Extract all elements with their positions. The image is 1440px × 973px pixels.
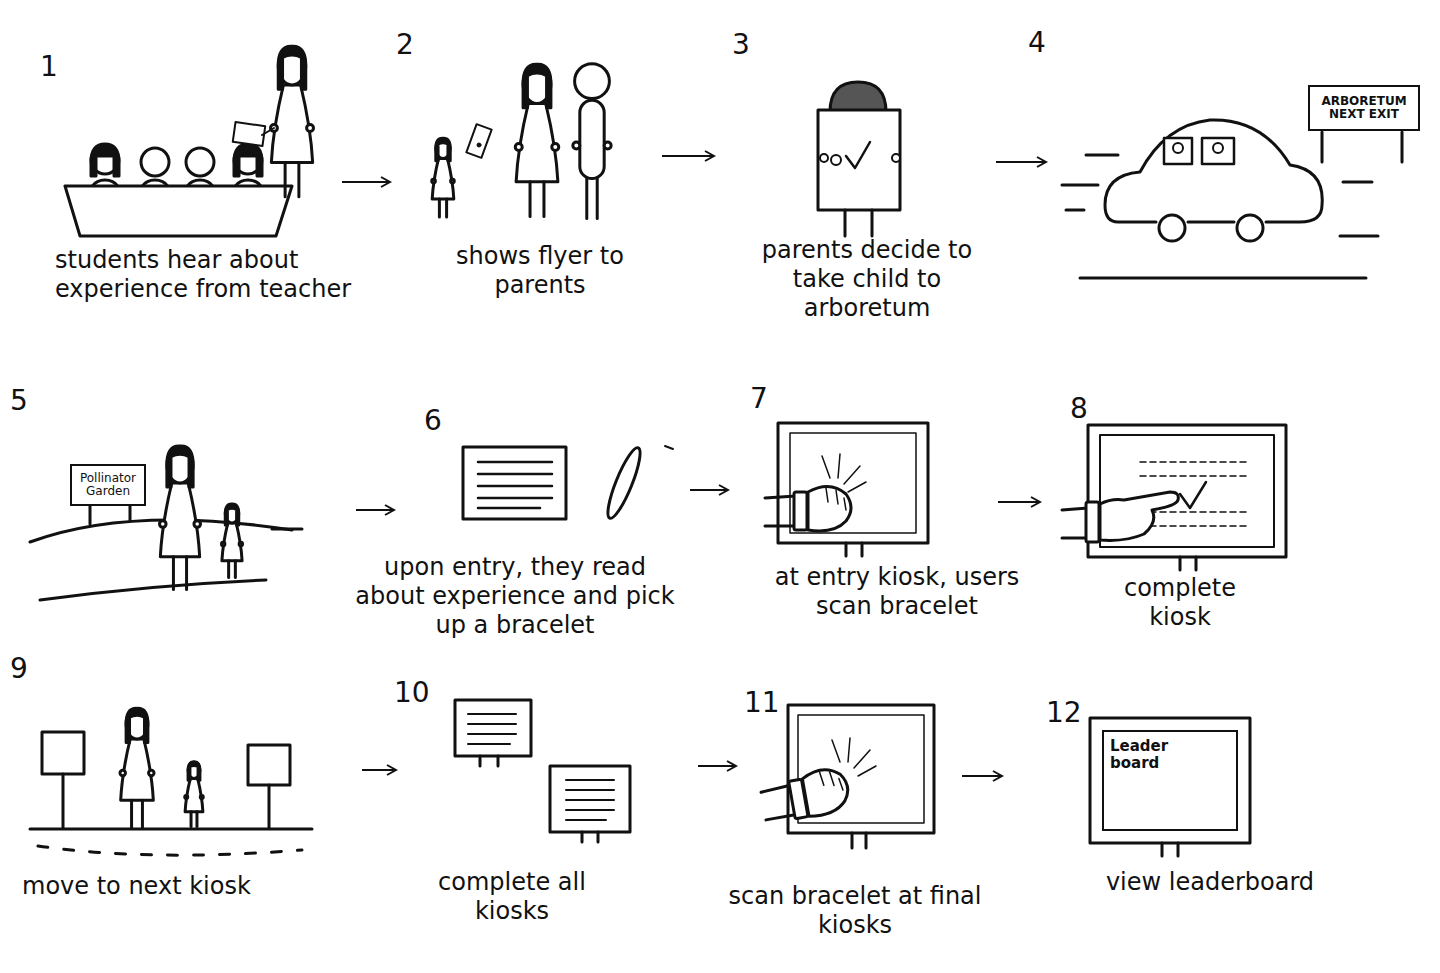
node-text: Pollinator Garden <box>75 472 141 498</box>
panel-number: 1 <box>40 50 80 84</box>
panel-caption: upon entry, they read about experience a… <box>355 553 675 639</box>
panel-caption: shows flyer to parents <box>420 242 660 300</box>
panel-number: 2 <box>396 28 436 62</box>
panel-caption: complete all kiosks <box>412 868 612 926</box>
panel-caption: scan bracelet at final kiosks <box>720 882 990 940</box>
panel-caption: parents decide to take child to arboretu… <box>742 236 992 322</box>
panel-number: 8 <box>1070 392 1110 426</box>
node-text: ARBORETUM NEXT EXIT <box>1315 95 1413 121</box>
node-text: Leader board <box>1110 738 1180 771</box>
panel-number: 10 <box>394 676 444 710</box>
panel-caption: students hear about experience from teac… <box>55 246 355 304</box>
panel-number: 11 <box>744 686 794 720</box>
panel-caption: move to next kiosk <box>22 872 322 901</box>
panel-number: 12 <box>1046 696 1096 730</box>
panel-number: 3 <box>732 28 772 62</box>
panel-number: 5 <box>10 384 50 418</box>
road-sign: ARBORETUM NEXT EXIT <box>1308 85 1420 131</box>
panel-caption: view leaderboard <box>1060 868 1360 897</box>
panel-number: 6 <box>424 404 464 438</box>
panel-caption: complete kiosk <box>1100 574 1260 632</box>
panel-number: 7 <box>750 382 790 416</box>
panel-number: 4 <box>1028 26 1068 60</box>
garden-sign: Pollinator Garden <box>70 464 146 506</box>
leaderboard-screen: Leader board <box>1102 730 1238 831</box>
panel-caption: at entry kiosk, users scan bracelet <box>752 563 1042 621</box>
panel-number: 9 <box>10 652 50 686</box>
